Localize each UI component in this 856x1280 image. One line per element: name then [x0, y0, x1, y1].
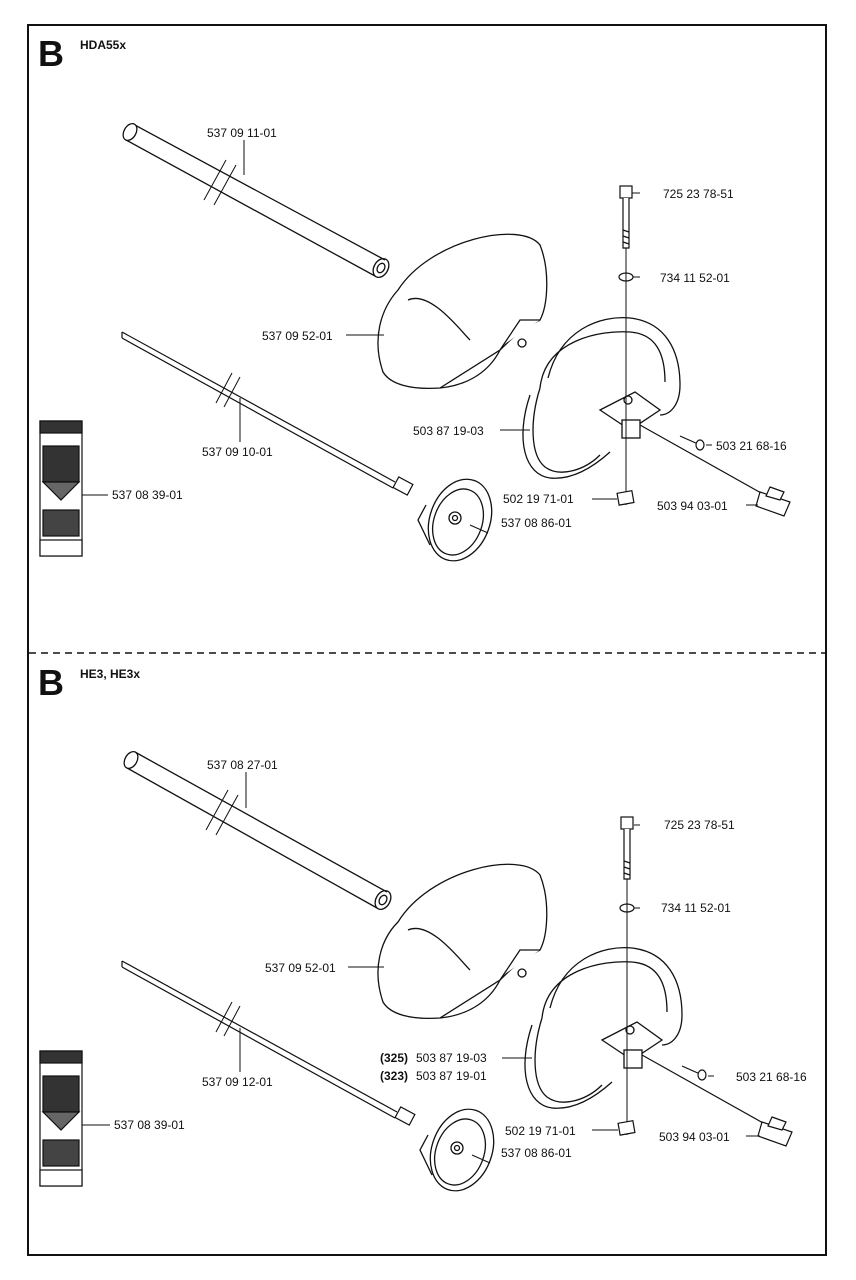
label-tube: 537 09 11-01: [207, 126, 277, 140]
handle-part-2: [524, 946, 683, 1109]
bearing-cup-part: [417, 478, 493, 562]
tube-part-2: [123, 750, 392, 910]
label-decal: 537 08 39-01: [112, 488, 183, 502]
bolt-part: [616, 185, 635, 506]
screw-clip-part-2: [641, 1054, 793, 1147]
label-washer-2: 734 11 52-01: [661, 901, 731, 915]
label-clip: 503 94 03-01: [657, 499, 728, 513]
bolt-part-2: [617, 816, 636, 1136]
section-2-model: HE3, HE3x: [80, 667, 141, 681]
label-nut-2: 502 19 71-01: [505, 1124, 576, 1138]
diagram-frame: [27, 24, 827, 1256]
label-handle: 503 87 19-03: [413, 424, 484, 438]
section-1-model: HDA55x: [80, 38, 127, 52]
decal-part-2: [39, 1050, 83, 1187]
shaft-part: [121, 331, 414, 496]
section-1-drawing: 537 09 11-01 537 09 52-01 537 09 10-01 5…: [39, 122, 791, 562]
label-guard-2: 537 09 52-01: [265, 961, 336, 975]
guard-part-2: [377, 863, 548, 1020]
decal-part: [39, 420, 83, 557]
label-nut: 502 19 71-01: [503, 492, 574, 506]
label-tube-2: 537 08 27-01: [207, 758, 278, 772]
bearing-cup-part-2: [419, 1108, 495, 1192]
label-handle-a-prefix: (325): [380, 1051, 408, 1065]
screw-clip-part: [639, 424, 791, 517]
label-bearing-cup-2: 537 08 86-01: [501, 1146, 572, 1160]
label-washer: 734 11 52-01: [660, 271, 730, 285]
label-handle-a: 503 87 19-03: [416, 1051, 487, 1065]
label-handle-b-prefix: (323): [380, 1069, 408, 1083]
section-2-drawing: 537 08 27-01 537 09 52-01 537 09 12-01 5…: [39, 750, 807, 1192]
label-handle-b: 503 87 19-01: [416, 1069, 487, 1083]
section-2-leaders: [82, 772, 760, 1164]
shaft-part-2: [121, 960, 416, 1126]
section-1-letter: B: [38, 33, 64, 74]
label-shaft: 537 09 10-01: [202, 445, 273, 459]
label-bolt-2: 725 23 78-51: [664, 818, 735, 832]
label-decal-2: 537 08 39-01: [114, 1118, 185, 1132]
label-screw: 503 21 68-16: [716, 439, 787, 453]
handle-part: [522, 316, 681, 479]
label-shaft-2: 537 09 12-01: [202, 1075, 273, 1089]
guard-part: [377, 233, 548, 390]
label-bolt: 725 23 78-51: [663, 187, 734, 201]
section-2-letter: B: [38, 662, 64, 703]
label-clip-2: 503 94 03-01: [659, 1130, 730, 1144]
label-guard: 537 09 52-01: [262, 329, 333, 343]
tube-part: [122, 122, 390, 278]
section-1-leaders: [82, 140, 758, 534]
label-screw-2: 503 21 68-16: [736, 1070, 807, 1084]
label-bearing-cup: 537 08 86-01: [501, 516, 572, 530]
